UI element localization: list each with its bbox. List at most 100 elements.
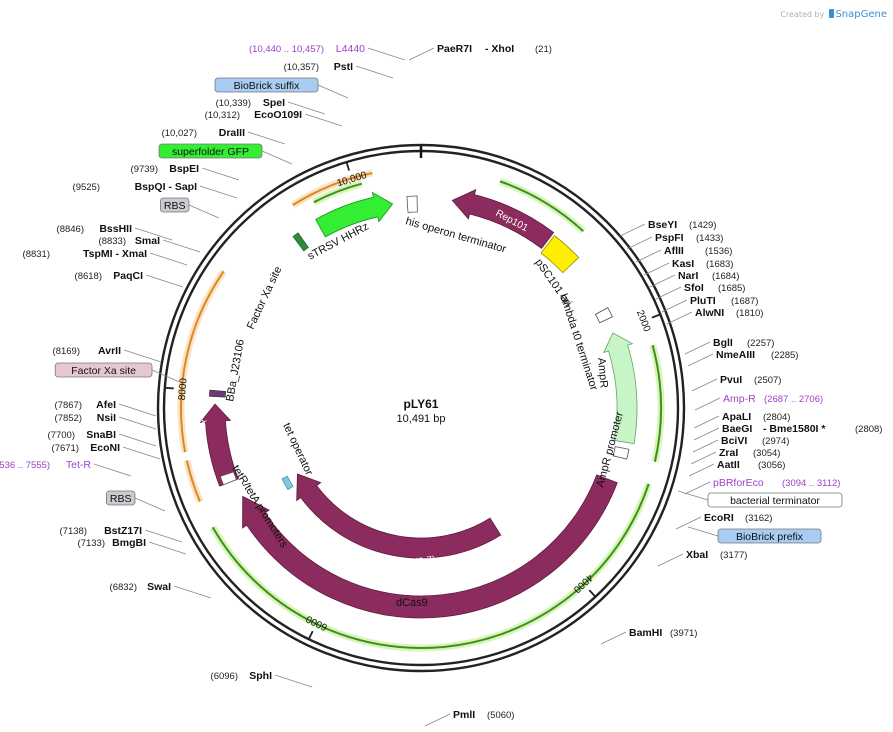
ruler-tick-label: 2000: [634, 309, 653, 334]
leader-line: [661, 299, 688, 313]
left-site-pos: (7671): [52, 443, 79, 454]
left-site-name: EcoNI: [90, 442, 120, 454]
right-site-name: ApaLI: [722, 411, 751, 423]
left-site-name: AfeI: [96, 399, 116, 411]
leader-line: [149, 252, 188, 266]
right-site-pos: (1684): [712, 271, 739, 282]
leader-line: [693, 427, 720, 441]
right-site-name: BamHI: [629, 627, 662, 639]
left-site-pos: (7133): [78, 538, 105, 549]
left-site-name: PaqCI: [113, 270, 143, 282]
right-site-name: pBRforEco: [713, 477, 764, 489]
left-site-pos: (9525): [73, 182, 100, 193]
leader-line: [355, 65, 394, 79]
left-site-name: SmaI: [135, 235, 160, 247]
dxcas9-arrow: [296, 473, 502, 559]
leader-line: [694, 397, 721, 411]
right-site-name: NarI: [678, 270, 699, 282]
leader-line: [201, 167, 240, 181]
tetr-arrow: [199, 403, 239, 487]
right-site-pos: (3054): [753, 448, 780, 459]
left-site-name: SnaBI: [86, 429, 116, 441]
bba-j23106-label: BBa_J23106: [224, 338, 247, 402]
right-site-pos: (1433): [696, 233, 723, 244]
lambda-t0-label: lambda t0 terminator: [557, 292, 600, 392]
leader-line: [619, 223, 646, 237]
leader-line: [134, 497, 166, 512]
dxcas9-label: dxCas9(3.7): [381, 554, 436, 572]
left-site-name: SpeI: [263, 97, 285, 109]
left-site-pos: (8618): [75, 271, 102, 282]
right-site-pos: (2285): [771, 350, 798, 361]
leader-line: [118, 416, 157, 430]
left-site-pos: (7852): [55, 413, 82, 424]
ampr-arrow: [603, 332, 638, 445]
left-site-pos: (9739): [131, 164, 158, 175]
ruler-tick: [307, 630, 314, 640]
left-site-pos: (8831): [23, 249, 50, 260]
leader-line: [655, 286, 682, 300]
left-site-name: BstZ17I: [104, 525, 142, 537]
right-site-name: EcoRI: [704, 512, 734, 524]
left-site-pos: (7700): [48, 430, 75, 441]
left-site-name: SwaI: [147, 581, 171, 593]
leader-line: [261, 150, 293, 165]
right-site-name: PaeR7I: [437, 43, 472, 55]
right-site-pos: (3971): [670, 628, 697, 639]
left-site-pos: (10,027): [162, 128, 197, 139]
ruler-tick-label: 8000: [177, 377, 190, 400]
tetr-label: TetR: [195, 418, 209, 440]
ruler-tick: [345, 161, 350, 171]
right-label-box: [717, 528, 822, 544]
left-label-box: [214, 77, 319, 93]
leader-line: [677, 490, 709, 501]
left-site-pos: (8846): [57, 224, 84, 235]
orange-arc-left-upper: [180, 270, 225, 453]
right-site-pos: (2687 .. 2706): [764, 394, 823, 405]
right-site-pos: (1810): [736, 308, 763, 319]
left-label-box: [159, 197, 190, 213]
bba-j23106-box: [209, 389, 227, 398]
left-box-label: BioBrick suffix: [234, 80, 300, 92]
right-site-name: ZraI: [719, 447, 738, 459]
left-site-pos: (6832): [110, 582, 137, 593]
factor-xa-inner-label: Factor Xa site: [245, 265, 285, 332]
right-site-pos: (3056): [758, 460, 785, 471]
leader-line: [688, 463, 715, 477]
leader-line: [657, 553, 684, 567]
left-label-box: [54, 362, 153, 378]
tet-promoter-box: [219, 471, 237, 486]
right-site-name: XbaI: [686, 549, 708, 561]
plasmid-size: 10,491 bp: [397, 413, 446, 425]
left-site-name: BssHII: [99, 223, 132, 235]
leader-line: [424, 713, 451, 727]
left-site-name: TspMI - XmaI: [83, 248, 147, 260]
leader-line: [687, 526, 719, 537]
right-site-pos: (2257): [747, 338, 774, 349]
right-site-name: AatII: [717, 459, 740, 471]
right-site-pos: (1687): [731, 296, 758, 307]
right-box-label: bacterial terminator: [730, 495, 820, 507]
leader-line: [666, 311, 693, 325]
green-arc-right: [651, 344, 662, 462]
left-site-pos: (6096): [211, 671, 238, 682]
green-arc-top-right: [499, 180, 584, 232]
leader-line: [134, 227, 173, 241]
left-site-pos: (10,440 .. 10,457): [249, 44, 324, 55]
right-site-name: NmeAIII: [716, 349, 755, 361]
green-arc-sfgfp: [313, 182, 363, 204]
leader-line: [367, 47, 406, 61]
left-site-name: AvrII: [98, 345, 121, 357]
snapgene-logo-text: SnapGene: [835, 9, 887, 20]
right-site-pos: (2507): [754, 375, 781, 386]
left-site-name: BspQI - SapI: [135, 181, 198, 193]
right-site-name: SfoI: [684, 282, 704, 294]
snapgene-logo-icon: [829, 9, 835, 18]
right-site-pos: (1429): [689, 220, 716, 231]
leader-line: [122, 446, 161, 460]
leader-line: [635, 249, 662, 263]
right-site-pos: (3094 .. 3112): [782, 478, 840, 489]
leader-line: [693, 415, 720, 429]
dcas9-arrow: [242, 474, 618, 619]
